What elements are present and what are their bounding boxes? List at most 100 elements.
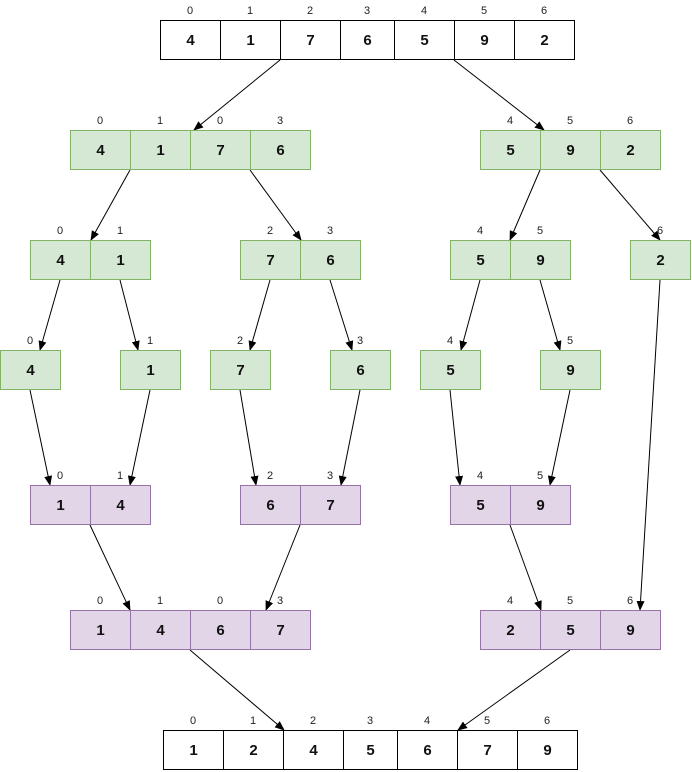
array-cell: 9 (510, 485, 571, 525)
index-label: 5 (566, 335, 574, 347)
array-cell: 4 (70, 130, 131, 170)
index-label: 0 (96, 115, 104, 127)
array-cell: 4 (130, 610, 191, 650)
index-label: 2 (236, 335, 244, 347)
array-cell: 4 (30, 240, 91, 280)
index-label: 2 (266, 225, 274, 237)
index-label: 0 (96, 595, 104, 607)
index-label: 0 (56, 225, 64, 237)
array-cell: 7 (457, 730, 518, 770)
index-label: 3 (363, 5, 371, 17)
arrow-connector (509, 169, 541, 241)
index-label: 0 (216, 115, 224, 127)
index-label: 3 (276, 595, 284, 607)
arrow-connector (239, 389, 259, 486)
array-cell: 5 (480, 130, 541, 170)
index-label: 2 (306, 5, 314, 17)
array-cell: 9 (540, 130, 601, 170)
arrow-connector (29, 389, 53, 486)
index-label: 1 (146, 335, 154, 347)
index-label: 1 (246, 5, 254, 17)
index-label: 5 (480, 5, 488, 17)
index-label: 0 (26, 335, 34, 347)
arrow-connector (249, 169, 302, 241)
arrow-connector (599, 169, 661, 241)
array-cell: 7 (280, 20, 341, 60)
index-label: 1 (156, 595, 164, 607)
index-label: 1 (116, 470, 124, 482)
arrow-connector (89, 524, 131, 611)
index-label: 3 (356, 335, 364, 347)
index-label: 5 (536, 470, 544, 482)
array-cell: 4 (90, 485, 151, 525)
array-cell: 4 (0, 350, 61, 390)
array-cell: 7 (250, 610, 311, 650)
array-cell: 9 (600, 610, 661, 650)
index-label: 5 (483, 715, 491, 727)
array-cell: 5 (450, 485, 511, 525)
arrow-connector (338, 389, 361, 486)
arrow-connector (636, 279, 661, 611)
array-cell: 6 (397, 730, 458, 770)
array-cell: 2 (480, 610, 541, 650)
index-label: 1 (116, 225, 124, 237)
array-cell: 1 (120, 350, 181, 390)
index-label: 0 (186, 5, 194, 17)
index-label: 1 (249, 715, 257, 727)
arrow-connector (457, 649, 571, 731)
array-cell: 5 (450, 240, 511, 280)
index-label: 2 (266, 470, 274, 482)
index-label: 0 (56, 470, 64, 482)
index-label: 4 (506, 115, 514, 127)
index-label: 6 (626, 115, 634, 127)
index-label: 0 (189, 715, 197, 727)
arrow-connector (265, 524, 301, 611)
array-cell: 7 (300, 485, 361, 525)
index-label: 5 (566, 595, 574, 607)
arrow-connector (248, 279, 271, 351)
array-cell: 1 (130, 130, 191, 170)
array-cell: 4 (160, 20, 221, 60)
index-label: 4 (446, 335, 454, 347)
array-cell: 6 (190, 610, 251, 650)
array-cell: 9 (454, 20, 515, 60)
array-cell: 2 (223, 730, 284, 770)
index-label: 4 (420, 5, 428, 17)
index-label: 4 (476, 470, 484, 482)
index-label: 6 (626, 595, 634, 607)
array-cell: 1 (70, 610, 131, 650)
index-label: 3 (366, 715, 374, 727)
index-label: 3 (326, 470, 334, 482)
index-label: 4 (423, 715, 431, 727)
index-label: 6 (543, 715, 551, 727)
index-label: 5 (566, 115, 574, 127)
arrow-connector (509, 524, 542, 611)
array-cell: 6 (300, 240, 361, 280)
array-cell: 5 (420, 350, 481, 390)
array-cell: 6 (340, 20, 395, 60)
array-cell: 1 (30, 485, 91, 525)
array-cell: 5 (343, 730, 398, 770)
array-cell: 6 (330, 350, 391, 390)
index-label: 2 (309, 715, 317, 727)
array-cell: 7 (240, 240, 301, 280)
arrow-connector (453, 59, 545, 131)
index-label: 6 (656, 225, 664, 237)
array-cell: 6 (240, 485, 301, 525)
array-cell: 1 (220, 20, 281, 60)
arrow-connector (459, 279, 481, 351)
arrow-connector (119, 279, 140, 351)
arrow-connector (329, 279, 354, 351)
index-label: 4 (476, 225, 484, 237)
arrow-connector (449, 389, 464, 486)
array-cell: 4 (283, 730, 344, 770)
arrow-connector (189, 649, 285, 731)
array-cell: 7 (190, 130, 251, 170)
arrow-connector (547, 389, 571, 486)
index-label: 4 (506, 595, 514, 607)
arrow-connector (38, 279, 61, 351)
array-cell: 7 (210, 350, 271, 390)
array-cell: 1 (90, 240, 151, 280)
